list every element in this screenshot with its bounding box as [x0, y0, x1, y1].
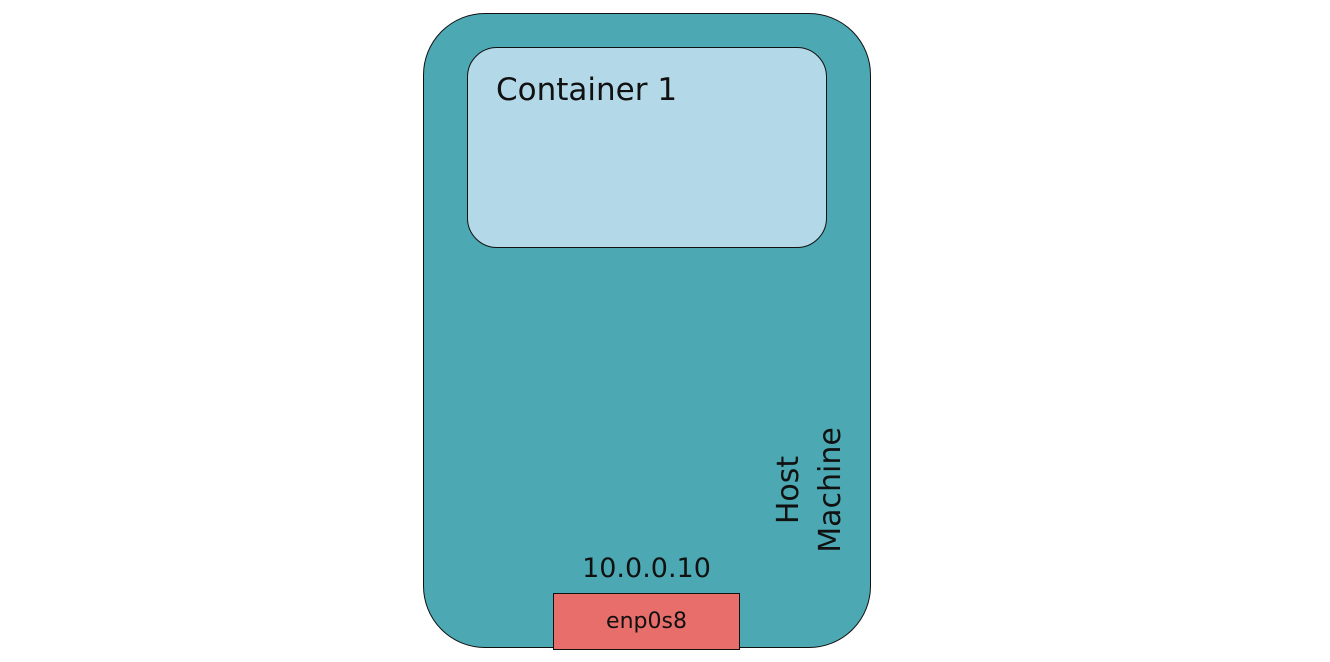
host-label-line2: Machine	[813, 427, 848, 553]
container-1-box: Container 1	[467, 47, 827, 248]
container-label: Container 1	[496, 72, 678, 108]
interface-ip: 10.0.0.10	[582, 553, 711, 584]
host-machine-label: Host Machine	[768, 427, 852, 553]
network-interface-box: enp0s8	[553, 593, 740, 650]
interface-name: enp0s8	[606, 609, 687, 634]
host-label-line1: Host	[771, 455, 806, 525]
